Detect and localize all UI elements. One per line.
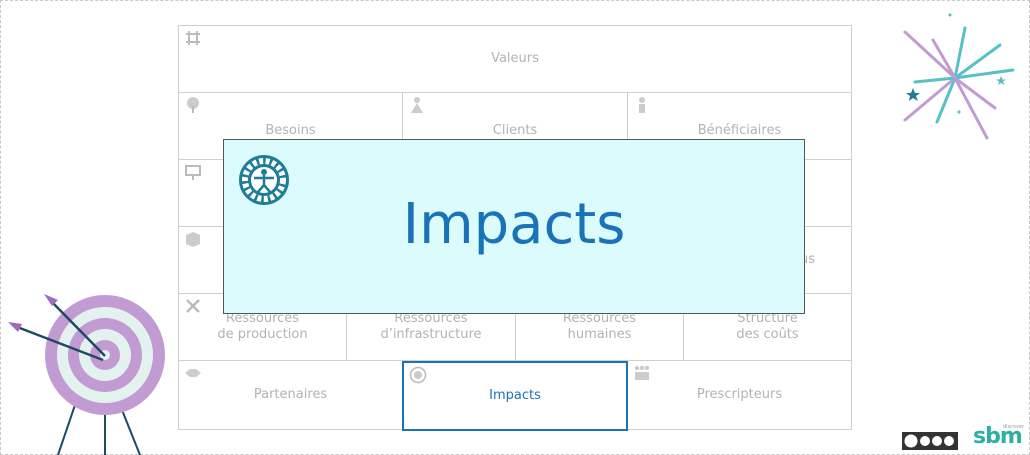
cell-label: Clients [492, 123, 538, 138]
person-icon [639, 97, 645, 113]
box-icon [186, 232, 200, 247]
creative-commons-icon [902, 432, 958, 450]
presentation-icon [185, 165, 201, 180]
cell-label: Impacts [489, 388, 541, 403]
cell-valeurs[interactable]: Valeurs [178, 25, 852, 93]
cell-label: Valeurs [491, 51, 539, 66]
cell-label: Partenaires [253, 387, 328, 402]
cell-label: Bénéficiaires [697, 123, 782, 138]
popup-title: Impacts [402, 192, 626, 257]
vitruvian-man-icon [239, 155, 289, 205]
cell-prescripteurs[interactable]: Prescripteurs [627, 360, 852, 430]
impacts-popup[interactable]: Impacts [223, 139, 805, 314]
brand-logo: discover sbm [968, 424, 1024, 452]
handshake-icon [185, 369, 201, 377]
vitruvian-icon [409, 366, 427, 384]
cell-label: Besoins [265, 123, 316, 138]
hashtag-frame-icon [186, 31, 200, 45]
group-icon [634, 365, 650, 380]
cell-partenaires[interactable]: Partenaires [178, 360, 403, 430]
firework-burst-icon [903, 13, 1015, 140]
brand-text: sbm [973, 424, 1023, 449]
tree-icon [187, 97, 199, 113]
tools-icon [186, 299, 200, 313]
superhero-icon [411, 97, 423, 113]
archery-target-icon [8, 294, 165, 455]
cell-label: Prescripteurs [696, 387, 783, 402]
cell-impacts[interactable]: Impacts [402, 361, 628, 431]
brand-small-text: discover [1003, 424, 1025, 430]
